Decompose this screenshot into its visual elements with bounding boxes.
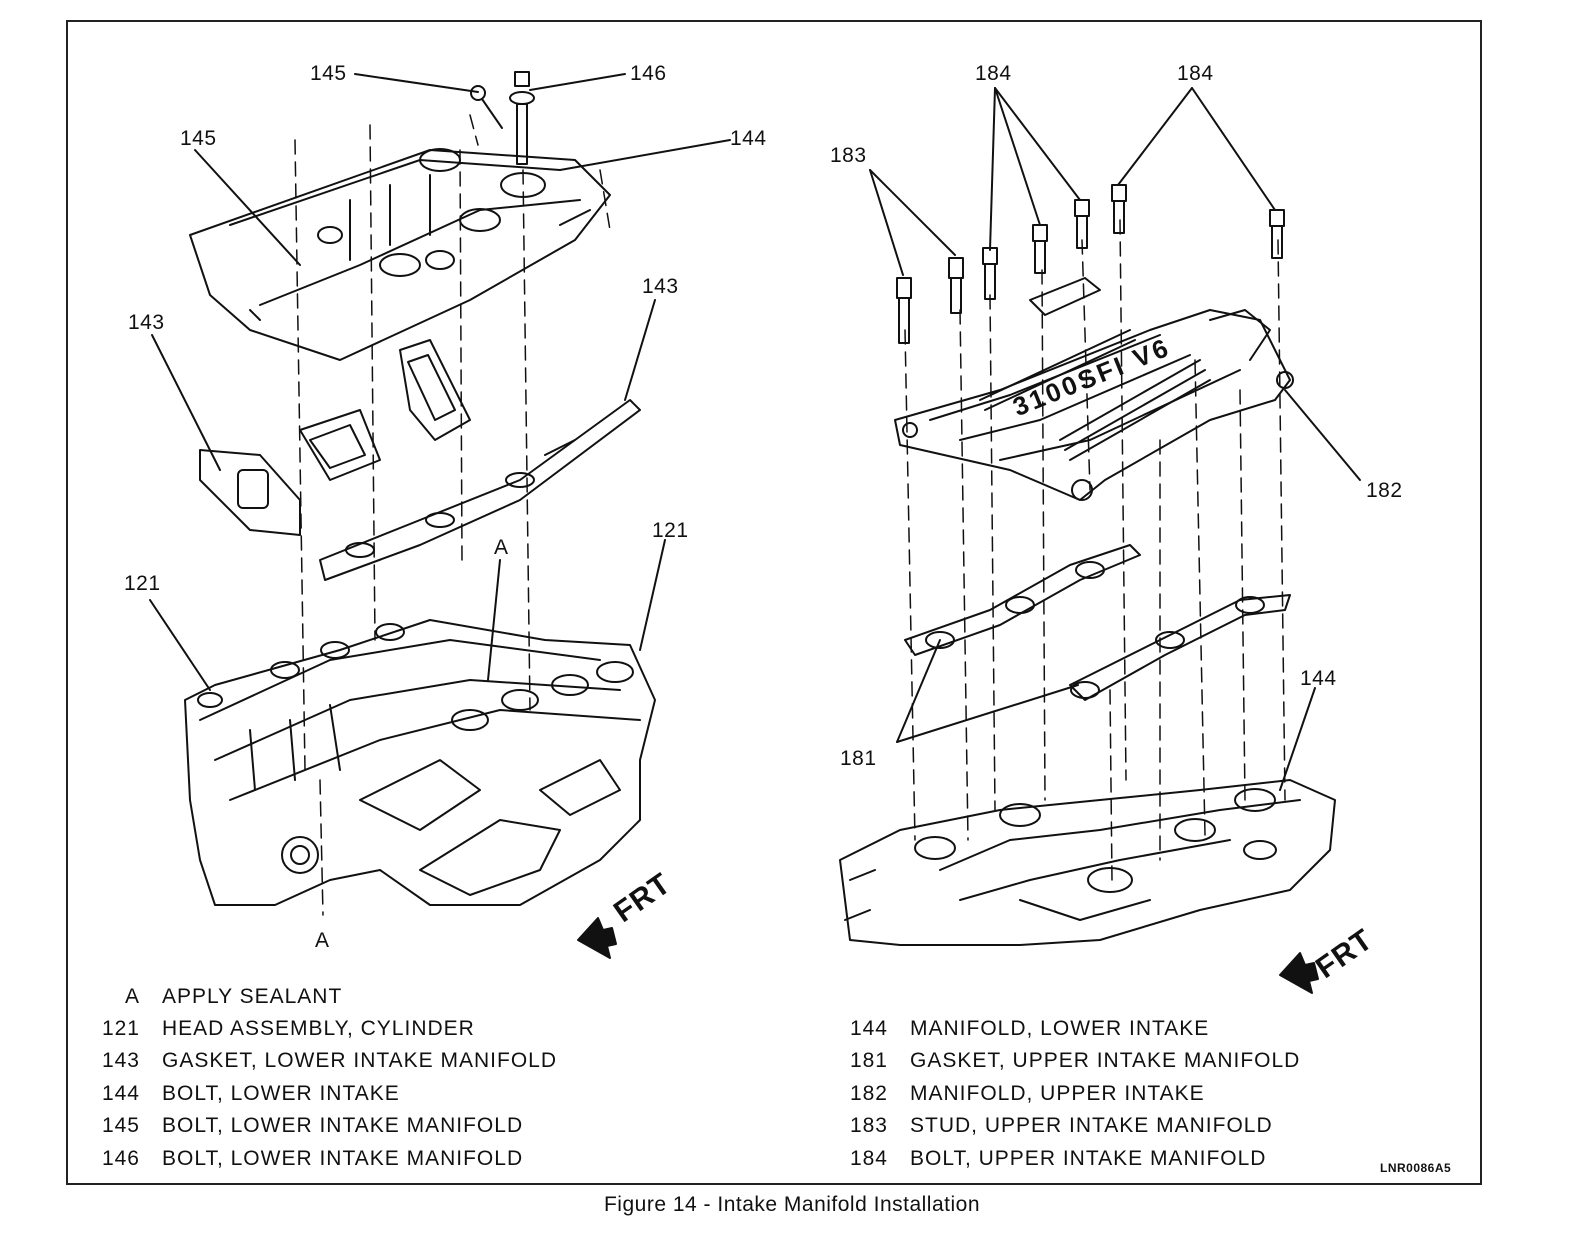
callout-182: 182: [1366, 479, 1403, 502]
engine-block-left: [184, 619, 656, 906]
right-leader-lines: [869, 87, 1361, 791]
callout-184-right: 184: [1177, 62, 1214, 85]
callout-a-bottom: A: [315, 929, 330, 952]
callout-143-right: 143: [642, 275, 679, 298]
bolt-145-146: [470, 71, 535, 165]
callout-143-left: 143: [128, 311, 165, 334]
front-arrow-left: [577, 917, 617, 959]
callout-184-left: 184: [975, 62, 1012, 85]
upper-fasteners: [896, 184, 1285, 344]
figure-frame: [66, 20, 1482, 1185]
left-leader-lines: [149, 73, 731, 691]
figure-caption: Figure 14 - Intake Manifold Installation: [603, 1193, 981, 1216]
callout-a-top: A: [494, 536, 509, 559]
callout-146: 146: [630, 62, 667, 85]
reference-code: LNR0086A5: [1380, 1161, 1452, 1175]
lower-intake-right: [839, 779, 1336, 946]
callout-121-right: 121: [652, 519, 689, 542]
callout-144-left: 144: [730, 127, 767, 150]
callout-183: 183: [830, 144, 867, 167]
callout-145-left: 145: [180, 127, 217, 150]
callout-145-top: 145: [310, 62, 347, 85]
upper-intake-manifold: [894, 309, 1294, 501]
right-alignment-lines: [904, 219, 1286, 881]
callout-121-left: 121: [124, 572, 161, 595]
callout-144-right: 144: [1300, 667, 1337, 690]
lower-intake-manifold: [189, 148, 611, 361]
front-arrow-right: [1279, 952, 1319, 994]
lower-gaskets: [199, 339, 641, 581]
callout-181: 181: [840, 747, 877, 770]
upper-gaskets: [904, 544, 1291, 701]
